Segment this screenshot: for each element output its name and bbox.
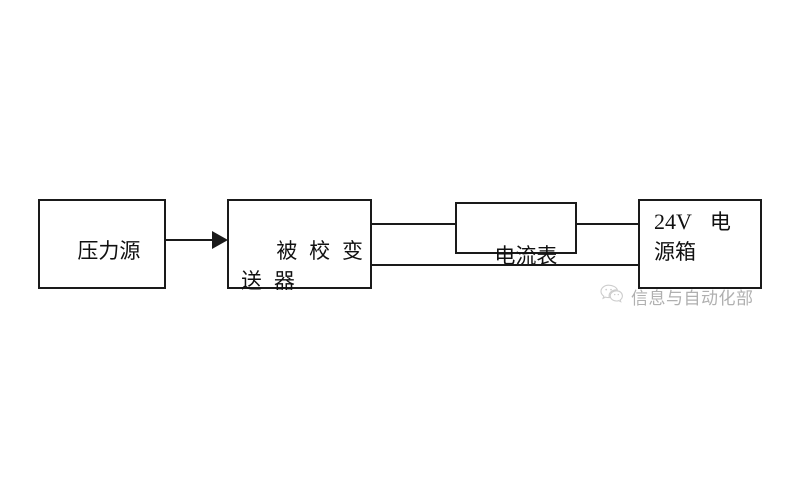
connector-transmitter-to-ammeter [372,223,456,225]
arrowhead-icon [212,231,228,249]
connector-transmitter-to-power-supply-return [372,264,639,266]
watermark-text: 信息与自动化部 [631,289,754,308]
block-power-supply: 24V 电源箱 [638,199,762,289]
block-ammeter-label: 电流表 [494,245,558,268]
block-transmitter-label: 被 校 变 送 器 [241,240,375,293]
watermark: 信息与自动化部 [600,284,754,309]
block-pressure-source-label: 压力源 [77,240,141,263]
block-transmitter: 被 校 变 送 器 [227,199,372,293]
wechat-logo-icon [600,284,624,309]
connector-ammeter-to-power-supply [576,223,639,225]
connector-source-to-transmitter [166,239,214,241]
block-power-supply-label-line2: 源箱 [654,241,696,264]
block-power-supply-label-line1: 电 [709,211,731,234]
block-ammeter: 电流表 [455,202,577,268]
block-power-supply-voltage: 24V [654,209,692,234]
block-pressure-source: 压力源 [38,199,166,289]
